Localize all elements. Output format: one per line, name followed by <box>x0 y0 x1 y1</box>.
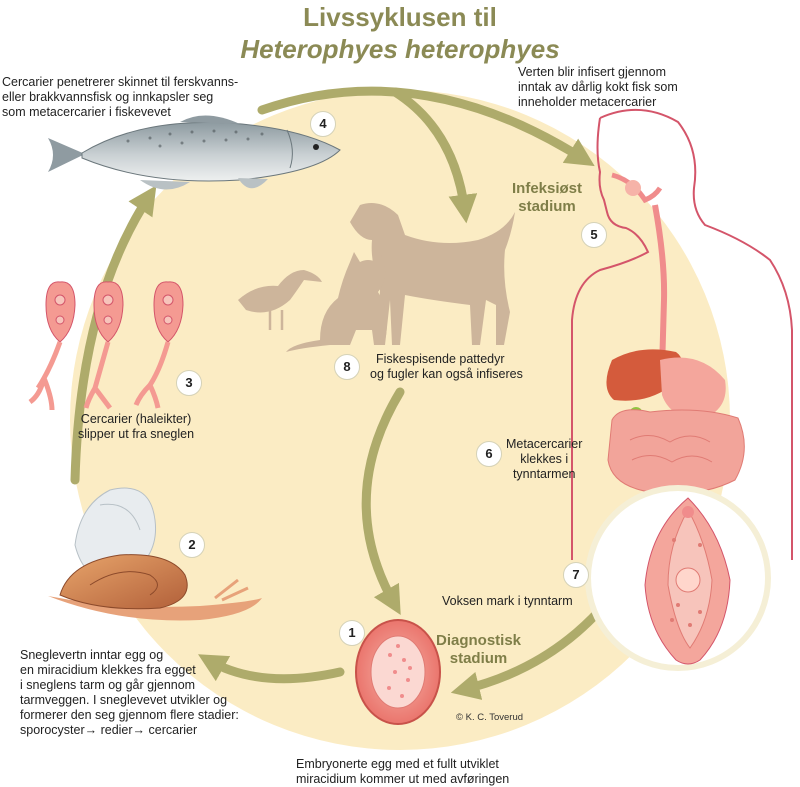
cercariae-illustration <box>28 281 184 411</box>
arrow-animals-to-egg <box>361 387 405 616</box>
copyright-credit: © K. C. Toverud <box>456 712 524 723</box>
caption-step-1-line: Embryonerte egg med et fullt utviklet <box>296 757 499 771</box>
stomach <box>660 357 726 420</box>
bird-silhouette <box>238 270 322 313</box>
step-number-1: 1 <box>339 620 365 646</box>
caption-step-8-line: og fugler kan også infiseres <box>370 367 523 381</box>
background-circle <box>70 90 730 750</box>
arrow-fish-to-host <box>257 86 595 167</box>
intestines <box>607 409 745 494</box>
human-outline <box>571 109 793 560</box>
caption-step-7-line: Voksen mark i tynntarm <box>442 594 573 608</box>
cycle-arrows <box>70 86 605 700</box>
caption-step-5: Verten blir infisert gjennom inntak av d… <box>518 65 678 110</box>
caption-step-3-line: Cercarier (haleikter) <box>80 412 192 426</box>
infective-stage-label-line: stadium <box>518 198 576 215</box>
diagnostic-stage-label-line: stadium <box>449 650 508 667</box>
caption-step-7: Voksen mark i tynntarm <box>442 594 573 609</box>
diagnostic-stage-label-line: Diagnostisk <box>436 632 522 649</box>
step-number-6: 6 <box>476 441 502 467</box>
esophagus <box>652 204 668 371</box>
adult-worm-magnifier <box>585 485 771 671</box>
caption-step-2-line: formerer den seg gjennom flere stadier: <box>20 708 239 722</box>
caption-step-8-line: Fiskespisende pattedyr <box>376 352 505 366</box>
step-number-5: 5 <box>581 222 607 248</box>
caption-step-6-line: Metacercarier <box>506 437 583 451</box>
fish-illustration <box>48 115 341 190</box>
caption-step-3: Cercarier (haleikter) slipper ut fra sne… <box>78 412 194 442</box>
egg-illustration <box>355 619 441 725</box>
caption-step-8: Fiskespisende pattedyr og fugler kan ogs… <box>370 352 523 382</box>
infective-stage-label-line: Infeksiøst <box>512 180 583 197</box>
caption-step-4: Cercarier penetrerer skinnet til ferskva… <box>2 75 238 120</box>
caption-step-6-line: tynntarmen <box>512 467 576 481</box>
animal-silhouettes <box>238 202 515 352</box>
cat-silhouette <box>286 252 387 352</box>
step-number-3: 3 <box>176 370 202 396</box>
title-line-2: Heterophyes heterophyes <box>240 34 560 64</box>
dog-silhouette <box>350 202 515 345</box>
caption-step-4-line: eller brakkvannsfisk og innkapsler seg <box>2 90 214 104</box>
caption-step-6: Metacercarier klekkes i tynntarmen <box>506 437 582 482</box>
step-number-8: 8 <box>334 354 360 380</box>
caption-step-2-line: sporocyster→ redier→ cercarier <box>20 723 198 737</box>
caption-step-5-line: inntak av dårlig kokt fisk som <box>518 80 678 94</box>
caption-step-2-line: i sneglens tarm og går gjennom <box>20 678 196 692</box>
caption-step-5-line: inneholder metacercarier <box>518 95 657 109</box>
caption-step-2: Sneglevertn inntar egg og en miracidium … <box>20 648 239 738</box>
title-line-1: Livssyklusen til <box>303 2 497 32</box>
caption-step-4-line: som metacercarier i fiskevevet <box>2 105 171 119</box>
brown-shell <box>59 554 188 610</box>
arrow-adult-to-egg <box>450 605 605 700</box>
caption-step-2-line: tarmveggen. I sneglevevet utvikler og <box>20 693 228 707</box>
caption-step-3-line: slipper ut fra sneglen <box>78 427 195 441</box>
caption-step-1-line: miracidium kommer ut med avføringen <box>296 772 510 786</box>
caption-step-2-line: en miracidium klekkes fra egget <box>20 663 196 677</box>
snail-illustration <box>48 487 262 621</box>
arrow-egg-to-snail <box>198 654 345 684</box>
step-number-7: 7 <box>563 562 589 588</box>
caption-step-5-line: Verten blir infisert gjennom <box>518 65 666 79</box>
caption-step-6-line: klekkes i <box>520 452 569 466</box>
diagnostic-stage-label: Diagnostisk stadium <box>436 632 521 668</box>
step-number-4: 4 <box>310 111 336 137</box>
arrow-fish-to-animals <box>390 87 478 224</box>
step-number-2: 2 <box>179 532 205 558</box>
infective-stage-label: Infeksiøst stadium <box>512 180 582 216</box>
caption-step-2-line: Sneglevertn inntar egg og <box>20 648 164 662</box>
caption-step-4-line: Cercarier penetrerer skinnet til ferskva… <box>2 75 239 89</box>
caption-step-1: Embryonerte egg med et fullt utviklet mi… <box>296 757 509 787</box>
human-host <box>571 109 793 560</box>
